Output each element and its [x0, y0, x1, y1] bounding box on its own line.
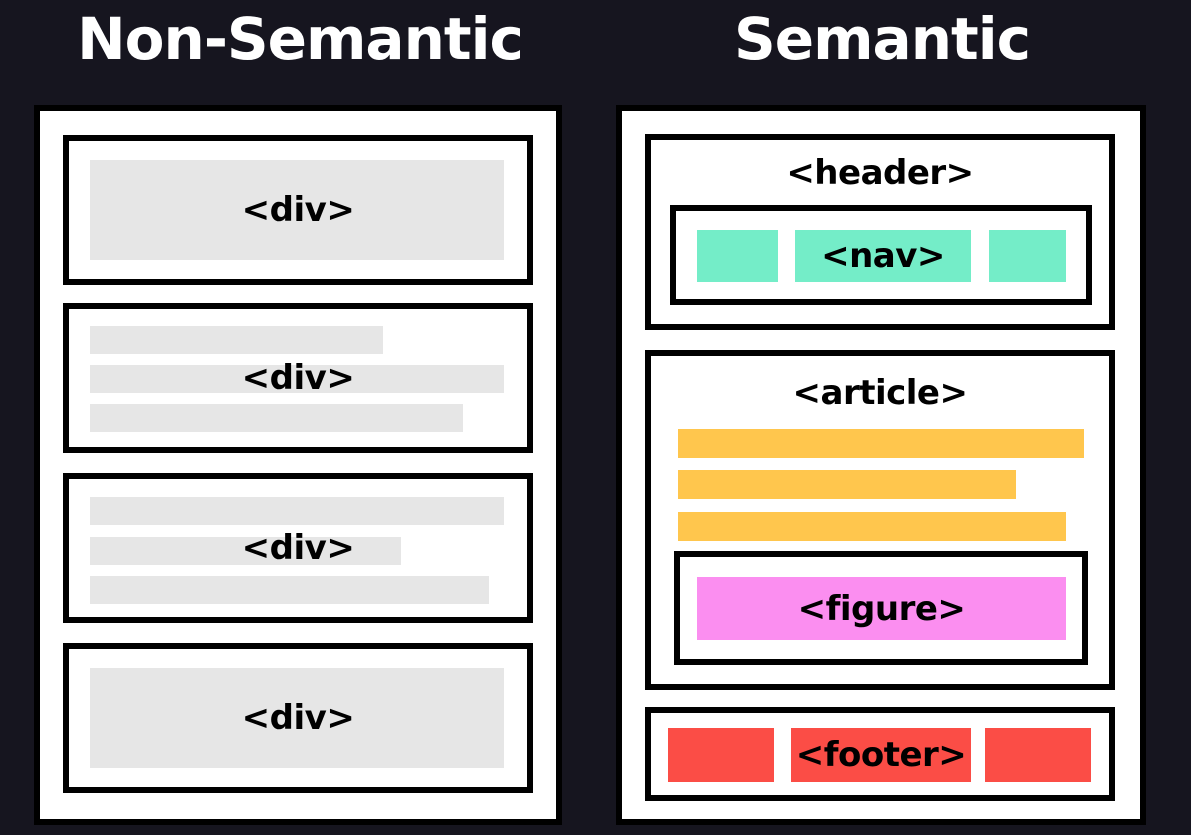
header-label: <header>: [786, 153, 974, 193]
footer-item: [791, 728, 971, 782]
nav-item: [795, 230, 971, 282]
article-line: [678, 429, 1084, 458]
div-label-2: <div>: [241, 358, 355, 398]
article-label: <article>: [792, 373, 968, 413]
footer-item: [985, 728, 1091, 782]
non-semantic-title: Non-Semantic: [77, 5, 524, 73]
placeholder-line: [90, 404, 463, 432]
placeholder-block: [90, 668, 504, 768]
semantic-title: Semantic: [734, 5, 1031, 73]
figure-block: [697, 577, 1066, 640]
nav-item: [697, 230, 778, 282]
footer-item: [668, 728, 774, 782]
article-line: [678, 512, 1066, 541]
div-label-1: <div>: [241, 190, 355, 230]
div-label-3: <div>: [241, 528, 355, 568]
placeholder-line: [90, 365, 504, 393]
nav-label: <nav>: [821, 236, 945, 276]
nav-item: [989, 230, 1066, 282]
placeholder-line: [90, 326, 383, 354]
figure-label: <figure>: [797, 588, 966, 629]
placeholder-line: [90, 576, 489, 604]
div-label-4: <div>: [241, 698, 355, 738]
placeholder-line: [90, 497, 504, 525]
placeholder-line: [90, 537, 401, 565]
footer-label: <footer>: [795, 735, 967, 775]
article-line: [678, 470, 1016, 499]
placeholder-block: [90, 160, 504, 260]
